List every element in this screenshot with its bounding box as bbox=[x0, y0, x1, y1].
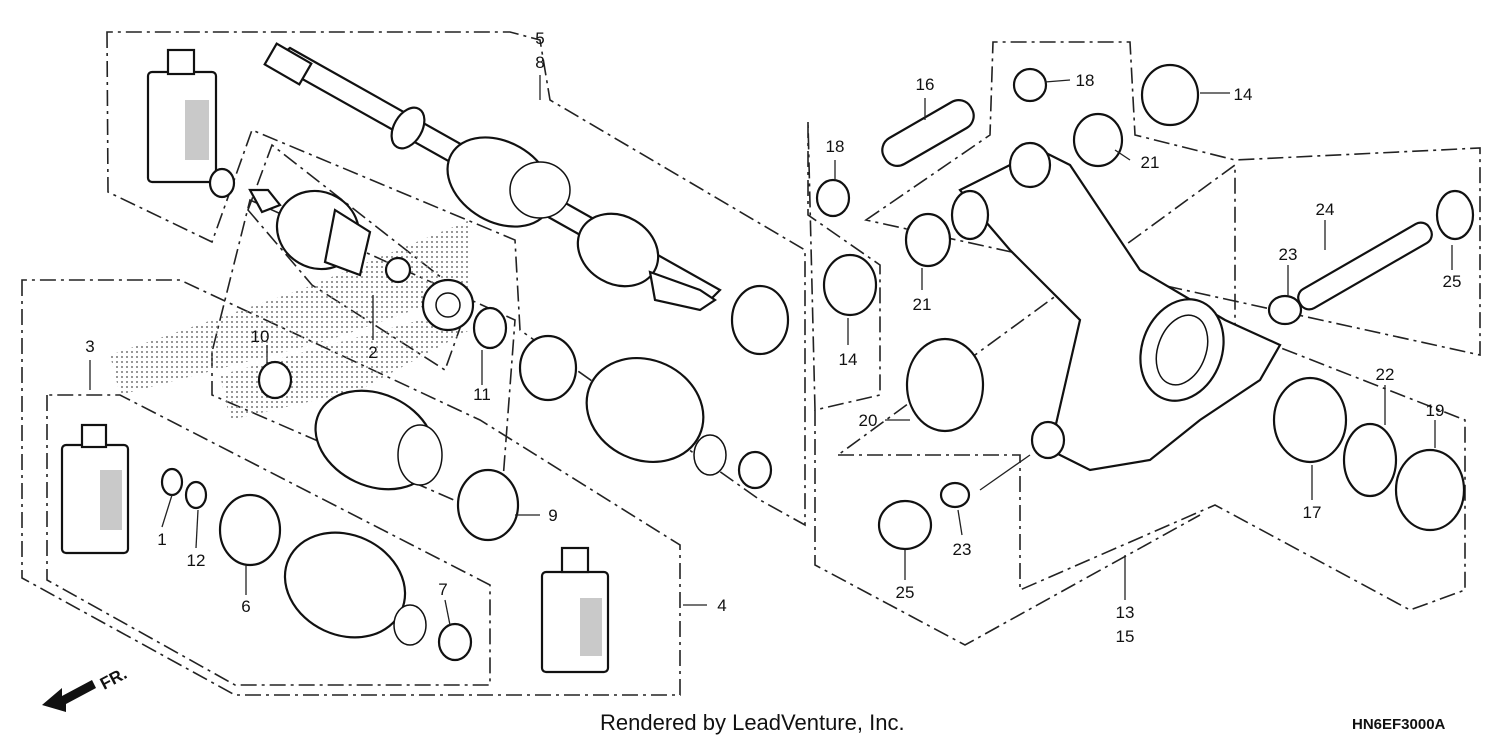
callout-14: 14 bbox=[839, 350, 858, 369]
group-outline-inner-boot bbox=[211, 198, 516, 522]
callout-11: 11 bbox=[473, 385, 491, 404]
collar bbox=[939, 481, 971, 509]
group-outline-knuckle-base bbox=[814, 410, 1201, 646]
dust-seal bbox=[822, 253, 878, 317]
callout-8: 8 bbox=[535, 53, 544, 72]
footer-credit: Rendered by LeadVenture, Inc. bbox=[600, 710, 905, 735]
oil-seal bbox=[1435, 189, 1475, 241]
callout-16: 16 bbox=[916, 75, 935, 94]
dust-seal bbox=[877, 499, 933, 551]
callout-6: 6 bbox=[241, 597, 250, 616]
callout-7: 7 bbox=[438, 580, 447, 599]
callout-18: 18 bbox=[826, 137, 845, 156]
callout-14: 14 bbox=[1234, 85, 1253, 104]
snap-ring bbox=[1342, 422, 1398, 498]
oil-seal bbox=[1140, 63, 1200, 127]
callout-15: 15 bbox=[1116, 627, 1135, 646]
outer-joint-housing bbox=[248, 188, 475, 332]
boot-band bbox=[730, 284, 790, 356]
grease-bottle-icon bbox=[146, 48, 218, 184]
boot-band bbox=[518, 334, 578, 402]
callout-17: 17 bbox=[1303, 503, 1322, 522]
callout-3: 3 bbox=[85, 337, 94, 356]
joint-boot bbox=[314, 389, 443, 491]
boot-band bbox=[218, 493, 282, 567]
callout-13: 13 bbox=[1116, 603, 1135, 622]
callout-2: 2 bbox=[368, 343, 377, 362]
leader-lines bbox=[89, 75, 1453, 626]
bearing bbox=[1272, 376, 1348, 464]
joint-boot bbox=[585, 356, 727, 476]
group-outline-boot-kit-4 bbox=[21, 279, 681, 696]
shading-band bbox=[110, 220, 470, 395]
callout-22: 22 bbox=[1376, 365, 1395, 384]
callout-5: 5 bbox=[535, 29, 544, 48]
grease-bottle-icon bbox=[540, 546, 610, 674]
snap-ring bbox=[472, 306, 508, 350]
callout-23: 23 bbox=[1279, 245, 1298, 264]
callout-12: 12 bbox=[187, 551, 206, 570]
callout-9: 9 bbox=[548, 506, 557, 525]
group-outline-knuckle-main bbox=[864, 41, 1481, 356]
oil-seal bbox=[1012, 67, 1048, 103]
diagram-code: HN6EF3000A bbox=[1352, 716, 1446, 733]
callout-21: 21 bbox=[913, 295, 932, 314]
group-outline-shaft-assembly bbox=[106, 31, 806, 527]
callout-21: 21 bbox=[1141, 153, 1160, 172]
callout-1: 1 bbox=[157, 530, 166, 549]
bearing bbox=[904, 212, 952, 268]
group-outline-knuckle-bottom bbox=[835, 163, 1466, 611]
boot-band bbox=[456, 468, 520, 542]
callout-19: 19 bbox=[1426, 401, 1445, 420]
pivot-bolt bbox=[1297, 221, 1433, 311]
boot-band bbox=[257, 360, 293, 400]
snap-ring bbox=[184, 480, 208, 510]
callout-10: 10 bbox=[251, 327, 270, 346]
callout-25: 25 bbox=[896, 583, 915, 602]
oil-seal bbox=[815, 178, 851, 218]
drive-shaft bbox=[263, 42, 722, 312]
snap-ring bbox=[208, 167, 236, 199]
callout-25: 25 bbox=[1443, 272, 1462, 291]
snap-ring bbox=[160, 467, 184, 497]
callout-23: 23 bbox=[953, 540, 972, 559]
callout-20: 20 bbox=[859, 411, 878, 430]
knuckle-assembly bbox=[950, 141, 1282, 472]
callout-4: 4 bbox=[717, 596, 726, 615]
grease-bottle-icon bbox=[60, 423, 130, 555]
front-marker-label: FR. bbox=[97, 664, 130, 694]
boot-band bbox=[737, 450, 773, 490]
callout-24: 24 bbox=[1316, 200, 1335, 219]
joint-boot bbox=[283, 531, 427, 646]
collar bbox=[1267, 294, 1303, 326]
front-arrow-icon bbox=[42, 680, 96, 712]
bearing bbox=[1072, 112, 1124, 168]
boot-band bbox=[437, 622, 473, 662]
group-outline-knuckle-left bbox=[807, 121, 881, 412]
oil-seal bbox=[1394, 448, 1466, 532]
collar bbox=[881, 99, 975, 167]
callout-18: 18 bbox=[1076, 71, 1095, 90]
bearing bbox=[905, 337, 985, 433]
